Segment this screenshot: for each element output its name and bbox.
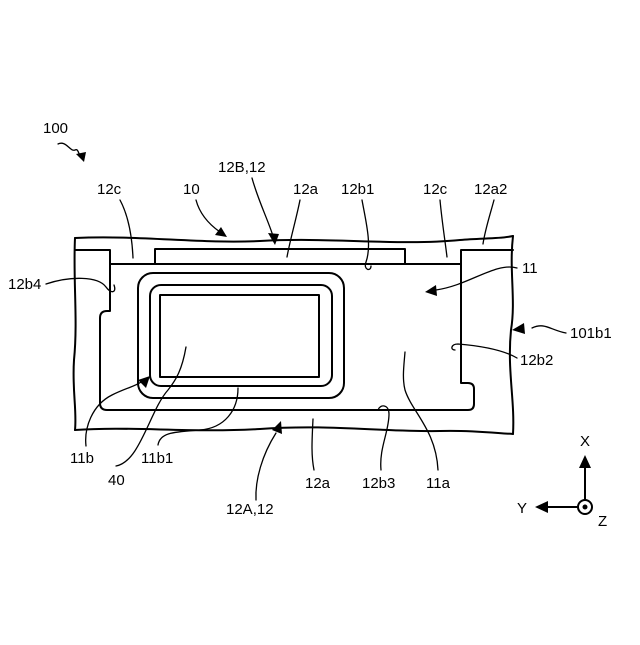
label-11b1: 11b1	[141, 450, 173, 467]
label-100: 100	[43, 120, 68, 137]
window-40	[160, 295, 319, 377]
arrowhead-11	[425, 285, 437, 296]
leader-11	[436, 267, 517, 290]
leader-11b	[86, 382, 141, 446]
leader-12b3	[378, 406, 389, 470]
top-break-line	[75, 236, 513, 242]
label-12A: 12A,12	[226, 501, 274, 518]
leader-12b4	[46, 278, 115, 291]
leader-12B	[252, 178, 273, 236]
label-11a: 11a	[426, 475, 451, 492]
label-11b: 11b	[70, 450, 94, 467]
label-12b1: 12b1	[341, 181, 374, 198]
label-12a2: 12a2	[474, 181, 507, 198]
leader-12b1	[362, 200, 371, 269]
label-12b3: 12b3	[362, 475, 395, 492]
label-12c-left: 12c	[97, 181, 122, 198]
label-12B: 12B,12	[218, 159, 266, 176]
axis-z-label: Z	[598, 513, 607, 530]
label-40: 40	[108, 472, 125, 489]
label-10: 10	[183, 181, 200, 198]
right-edge-line	[510, 236, 513, 434]
leader-12c-left	[120, 200, 133, 258]
leader-101b1	[532, 326, 566, 333]
leader-10	[196, 200, 220, 232]
arrowhead-12B	[268, 233, 279, 245]
frame-11	[138, 273, 344, 398]
leader-12A	[256, 433, 276, 500]
axis-x-arrowhead	[579, 455, 591, 468]
arrowhead-100	[76, 152, 86, 162]
arrowhead-11b	[138, 376, 150, 388]
leader-12c-right	[440, 200, 447, 257]
left-wall-12c	[75, 250, 110, 264]
label-12a-bottom: 12a	[305, 475, 331, 492]
left-edge-line	[74, 238, 76, 430]
arrowhead-10	[215, 227, 227, 237]
leader-11b1	[158, 388, 238, 445]
bottom-break-line	[75, 427, 513, 434]
inner-frame-11b1	[150, 285, 332, 386]
right-wall-12c	[461, 250, 513, 264]
arrowhead-101b1	[512, 323, 525, 334]
axis-y-arrowhead	[535, 501, 548, 513]
label-12a-top: 12a	[293, 181, 319, 198]
axis-y-label: Y	[517, 500, 527, 517]
axis-x-label: X	[580, 433, 590, 450]
label-12c-right: 12c	[423, 181, 448, 198]
label-12b4: 12b4	[8, 276, 41, 293]
label-101b1: 101b1	[570, 325, 612, 342]
label-11: 11	[522, 260, 538, 277]
axis-z-dot	[583, 505, 588, 510]
label-12b2: 12b2	[520, 352, 553, 369]
